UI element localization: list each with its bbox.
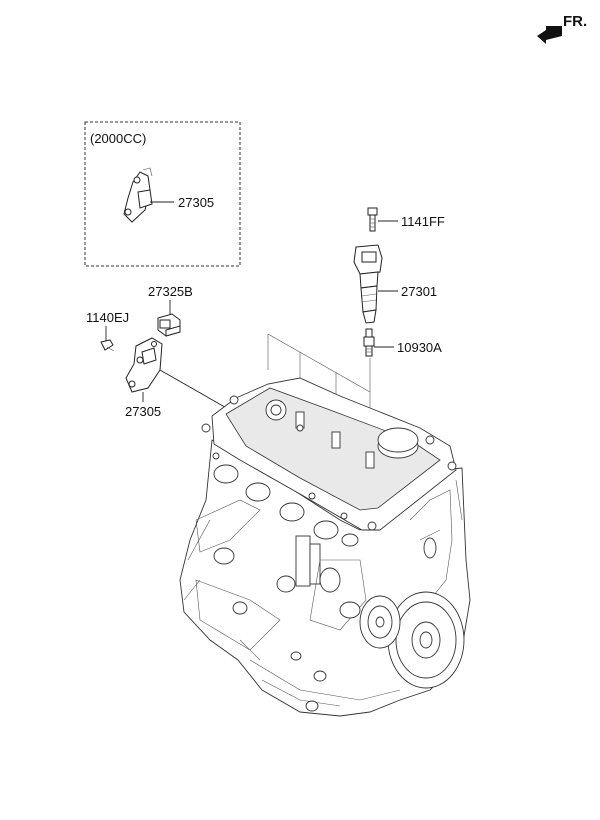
callout-27305: 27305 <box>125 404 161 419</box>
engine-assembly <box>179 377 471 717</box>
callout-10930a: 10930A <box>397 340 442 355</box>
oil-filler-cap <box>377 427 419 459</box>
callout-1140ej: 1140EJ <box>86 310 129 325</box>
spark-plug-10930a <box>363 328 375 357</box>
idler-pulley <box>359 595 401 649</box>
bracket-27305 <box>125 337 163 393</box>
callout-27301: 27301 <box>401 284 437 299</box>
variant-2000cc-box: (2000CC) 27305 <box>84 121 241 267</box>
exhaust-ports <box>213 464 359 547</box>
head-bolts <box>201 395 457 531</box>
callout-1141ff: 1141FF <box>401 214 445 229</box>
variant-title: (2000CC) <box>90 131 146 146</box>
callout-27325b: 27325B <box>148 284 193 299</box>
crank-pulley <box>387 591 465 689</box>
front-orientation-indicator: FR. <box>537 13 587 44</box>
bracket-sensor-2000cc <box>123 167 153 223</box>
front-arrow-icon <box>537 26 562 44</box>
ignition-coil-27301 <box>353 244 383 324</box>
sensor-27325b <box>157 313 181 337</box>
dashed-frame <box>84 121 241 267</box>
bolt-1141ff <box>367 207 378 232</box>
leader-line-to-engine <box>159 369 231 411</box>
coil-holes <box>265 399 375 469</box>
callout-27305-variant: 27305 <box>178 195 214 210</box>
front-label: FR. <box>563 13 587 30</box>
bolt-1140ej <box>100 339 115 352</box>
